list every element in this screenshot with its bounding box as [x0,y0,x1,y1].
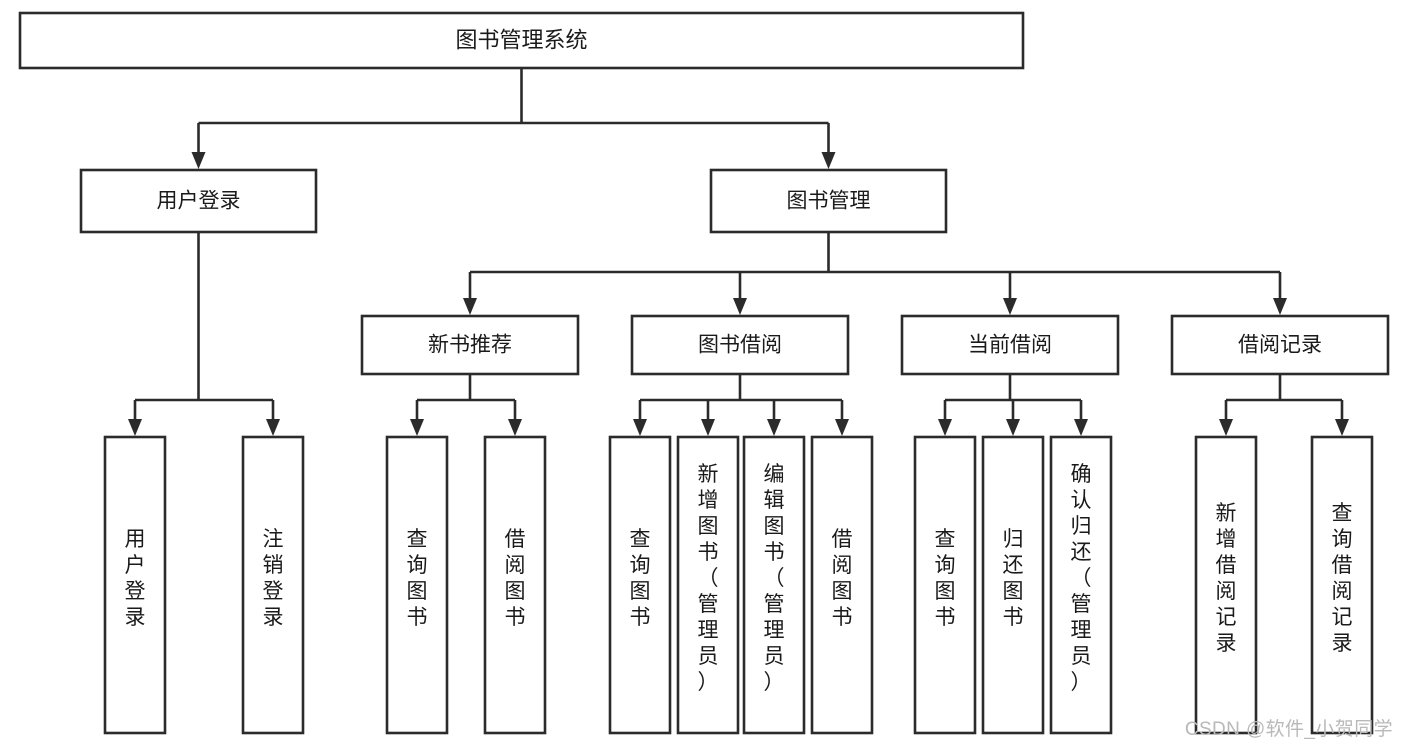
edge-group [410,374,522,436]
node-leaf-logout[interactable]: 注销登录 [241,435,305,735]
arrow-head-icon [1074,419,1088,436]
node-label: 注销登录 [263,528,284,629]
node-label: 确认归还（管理员） [1071,463,1092,694]
node-label: 新书推荐 [428,334,512,357]
edge-group [633,374,849,436]
node-label: 当前借阅 [968,334,1052,357]
node-box[interactable] [385,435,449,735]
node-leaf-borrow-book-2[interactable]: 借阅图书 [810,435,874,735]
node-box[interactable] [1194,435,1258,735]
arrow-head-icon [191,152,206,169]
arrow-head-icon [266,419,280,436]
node-box[interactable] [79,168,318,234]
node-box[interactable] [483,435,547,735]
node-label: 借阅记录 [1238,334,1322,357]
node-root[interactable]: 图书管理系统 [18,11,1025,70]
node-book-borrow[interactable]: 图书借阅 [630,314,850,376]
node-borrow-record[interactable]: 借阅记录 [1170,314,1390,376]
node-box[interactable] [981,435,1045,735]
arrow-head-icon [767,419,781,436]
node-box[interactable] [630,314,850,376]
node-box[interactable] [709,168,948,234]
node-label: 查询图书 [630,528,651,629]
arrow-head-icon [633,419,647,436]
node-new-book-recommend[interactable]: 新书推荐 [360,314,580,376]
edge-group [128,232,280,436]
arrow-head-icon [835,419,849,436]
arrow-head-icon [410,419,424,436]
node-leaf-return-book[interactable]: 归还图书 [981,435,1045,735]
node-label: 归还图书 [1003,528,1024,629]
node-leaf-user-login[interactable]: 用户登录 [103,435,167,735]
node-label: 新增图书（管理员） [698,463,719,694]
node-label: 查询图书 [407,528,428,629]
node-current-borrow[interactable]: 当前借阅 [900,314,1120,376]
node-label: 借阅图书 [832,528,853,629]
node-label: 图书借阅 [698,334,782,357]
node-box[interactable] [1170,314,1390,376]
node-leaf-add-record[interactable]: 新增借阅记录 [1194,435,1258,735]
node-box[interactable] [18,11,1025,70]
node-box[interactable] [742,435,806,735]
edges-layer [128,68,1349,436]
node-box[interactable] [241,435,305,735]
node-label: 图书管理 [787,190,871,213]
node-leaf-confirm-return[interactable]: 确认归还（管理员） [1049,435,1113,735]
node-label: 新增借阅记录 [1216,502,1237,655]
arrow-head-icon [701,419,715,436]
arrow-head-icon [1006,419,1020,436]
edge-group [463,232,1287,315]
node-leaf-query-book-1[interactable]: 查询图书 [385,435,449,735]
edge-group [938,374,1088,436]
node-label: 借阅图书 [505,528,526,629]
node-box[interactable] [676,435,740,735]
arrow-head-icon [1003,298,1017,315]
node-box[interactable] [1049,435,1113,735]
node-box[interactable] [900,314,1120,376]
arrow-head-icon [463,298,477,315]
arrow-head-icon [1219,419,1233,436]
watermark: CSDN @软件_小贺同学 [1184,719,1393,740]
node-box[interactable] [810,435,874,735]
arrow-head-icon [128,419,142,436]
node-leaf-borrow-book-1[interactable]: 借阅图书 [483,435,547,735]
arrow-head-icon [733,298,747,315]
node-leaf-query-book-2[interactable]: 查询图书 [608,435,672,735]
node-user-login[interactable]: 用户登录 [79,168,318,234]
node-label: 查询图书 [935,528,956,629]
edge-group [1219,374,1349,436]
node-leaf-query-book-3[interactable]: 查询图书 [913,435,977,735]
node-leaf-query-record[interactable]: 查询借阅记录 [1310,435,1374,735]
nodes-layer: 图书管理系统用户登录图书管理新书推荐图书借阅当前借阅借阅记录用户登录注销登录查询… [18,11,1390,735]
arrow-head-icon [1273,298,1287,315]
edge-group [191,68,836,169]
node-box[interactable] [103,435,167,735]
node-leaf-edit-book[interactable]: 编辑图书（管理员） [742,435,806,735]
arrow-head-icon [508,419,522,436]
node-box[interactable] [360,314,580,376]
node-box[interactable] [913,435,977,735]
node-label: 用户登录 [125,528,146,629]
arrow-head-icon [821,152,836,169]
node-book-manage[interactable]: 图书管理 [709,168,948,234]
node-label: 图书管理系统 [455,27,587,52]
arrow-head-icon [1335,419,1349,436]
node-label: 用户登录 [157,190,241,213]
node-label: 查询借阅记录 [1332,502,1353,655]
arrow-head-icon [938,419,952,436]
node-leaf-add-book[interactable]: 新增图书（管理员） [676,435,740,735]
node-label: 编辑图书（管理员） [764,463,785,694]
node-box[interactable] [1310,435,1374,735]
node-box[interactable] [608,435,672,735]
